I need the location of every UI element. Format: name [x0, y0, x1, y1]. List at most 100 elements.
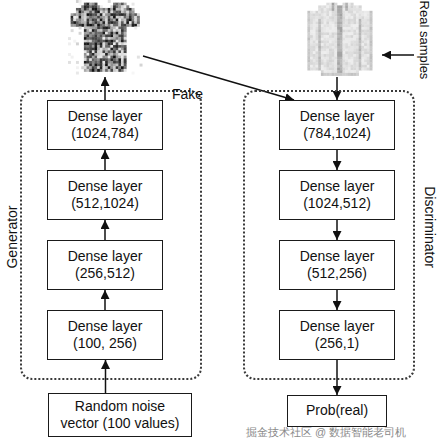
image-pixel [89, 13, 92, 16]
image-pixel [343, 57, 346, 60]
image-pixel [113, 56, 116, 59]
image-pixel [353, 62, 356, 65]
image-pixel [73, 21, 76, 24]
image-pixel [108, 34, 111, 37]
image-pixel [89, 40, 92, 43]
image-pixel [92, 56, 95, 59]
image-pixel [137, 19, 140, 22]
image-pixel [71, 16, 74, 19]
image-pixel [343, 27, 346, 30]
image-pixel [87, 42, 90, 45]
image-pixel [321, 38, 324, 41]
image-pixel [92, 64, 95, 67]
image-pixel [121, 45, 124, 48]
output-arrow [104, 77, 106, 100]
image-pixel [361, 16, 364, 19]
image-pixel [370, 68, 373, 71]
image-pixel [321, 19, 324, 22]
image-pixel [105, 32, 108, 35]
image-pixel [321, 14, 324, 17]
image-pixel [89, 66, 92, 69]
image-pixel [343, 54, 346, 57]
image-pixel [81, 24, 84, 27]
dense-layer-box: Dense layer (784,1024) [279, 100, 395, 150]
image-pixel [102, 27, 105, 30]
image-pixel [124, 56, 127, 59]
image-pixel [340, 8, 343, 11]
image-pixel [361, 59, 364, 62]
image-pixel [110, 37, 113, 40]
image-pixel [359, 46, 362, 49]
image-pixel [132, 13, 135, 16]
image-pixel [100, 19, 103, 22]
image-pixel [116, 34, 119, 37]
image-pixel [100, 37, 103, 40]
image-pixel [359, 38, 362, 41]
image-pixel [95, 45, 98, 48]
image-pixel [110, 34, 113, 37]
image-pixel [121, 53, 124, 56]
image-pixel [84, 61, 87, 64]
image-pixel [92, 45, 95, 48]
image-pixel [108, 42, 111, 45]
image-pixel [113, 16, 116, 19]
image-pixel [92, 8, 95, 11]
image-pixel [121, 48, 124, 51]
image-pixel [124, 11, 127, 14]
image-pixel [332, 62, 335, 65]
image-pixel [334, 51, 337, 54]
image-pixel [348, 30, 351, 33]
image-pixel [345, 51, 348, 54]
image-pixel [92, 37, 95, 40]
image-pixel [124, 16, 127, 19]
image-pixel [307, 24, 310, 27]
image-pixel [334, 11, 337, 14]
image-pixel [318, 27, 321, 30]
image-pixel [340, 59, 343, 62]
image-pixel [87, 53, 90, 56]
image-pixel [121, 16, 124, 19]
image-pixel [95, 34, 98, 37]
image-pixel [337, 30, 340, 33]
image-pixel [132, 19, 135, 22]
image-pixel [326, 49, 329, 52]
image-pixel [324, 68, 327, 71]
image-pixel [329, 51, 332, 54]
image-pixel [87, 5, 90, 8]
image-pixel [102, 56, 105, 59]
image-pixel [71, 19, 74, 22]
image-pixel [364, 32, 367, 35]
output-box: Prob(real) [287, 395, 387, 427]
image-pixel [116, 66, 119, 69]
image-pixel [329, 35, 332, 38]
image-pixel [343, 46, 346, 49]
image-pixel [345, 57, 348, 60]
image-pixel [326, 35, 329, 38]
image-pixel [313, 41, 316, 44]
image-pixel [95, 5, 98, 8]
image-pixel [364, 22, 367, 25]
image-pixel [343, 73, 346, 76]
image-pixel [313, 16, 316, 19]
image-pixel [345, 8, 348, 11]
image-pixel [345, 30, 348, 33]
image-pixel [121, 69, 124, 72]
image-pixel [313, 27, 316, 30]
image-pixel [364, 57, 367, 60]
image-pixel [100, 53, 103, 56]
image-pixel [343, 11, 346, 14]
image-pixel [89, 48, 92, 51]
image-pixel [116, 11, 119, 14]
image-pixel [337, 65, 340, 68]
image-pixel [345, 11, 348, 14]
image-pixel [313, 57, 316, 60]
image-pixel [359, 19, 362, 22]
image-pixel [100, 8, 103, 11]
image-pixel [353, 73, 356, 76]
image-pixel [137, 21, 140, 24]
image-pixel [340, 62, 343, 65]
image-pixel [105, 48, 108, 51]
image-pixel [87, 48, 90, 51]
image-pixel [359, 24, 362, 27]
image-pixel [359, 54, 362, 57]
